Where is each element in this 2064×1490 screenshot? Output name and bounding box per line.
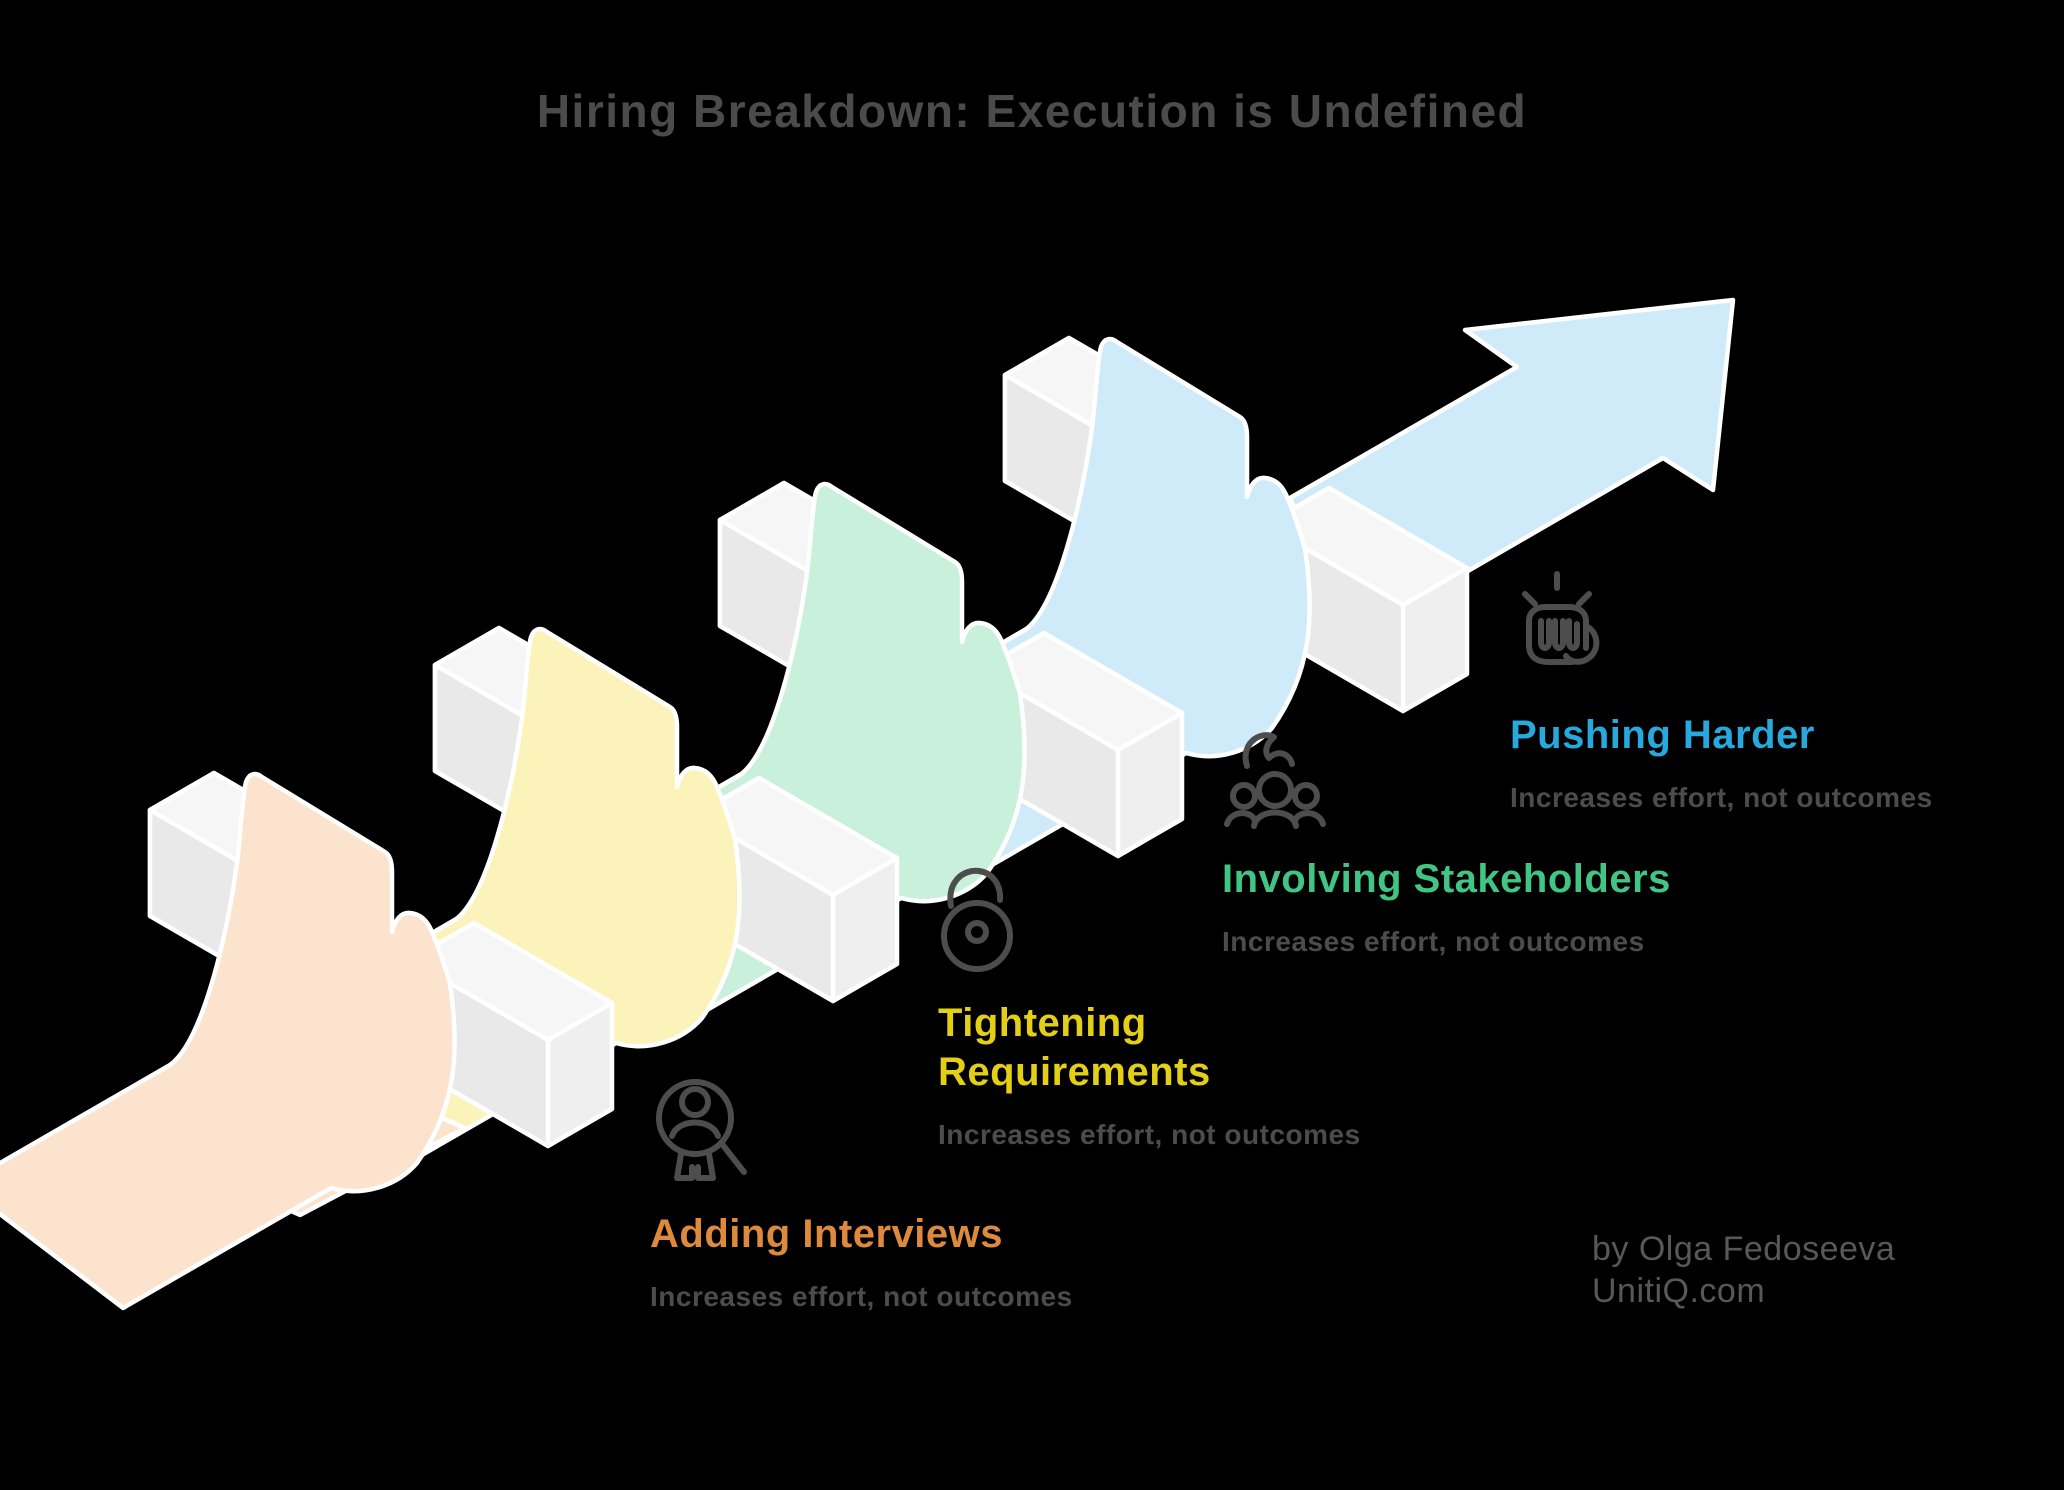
fist-icon	[1510, 564, 1933, 675]
page-title: Hiring Breakdown: Execution is Undefined	[536, 85, 1528, 137]
step-label: Involving Stakeholders	[1222, 857, 1671, 901]
step-sublabel: Increases effort, not outcomes	[1222, 925, 1645, 957]
step-sublabel: Increases effort, not outcomes	[1510, 781, 1933, 813]
stakeholders-icon	[1222, 724, 1671, 835]
candidate-search-icon	[650, 1060, 1073, 1190]
attribution-author: by Olga Fedoseeva	[1592, 1230, 1896, 1268]
step-pushing-harder: Pushing Harder Increases effort, not out…	[1510, 564, 1933, 814]
open-lock-icon	[938, 866, 1361, 979]
step-tightening-requirements: Tightening Requirements Increases effort…	[938, 866, 1361, 1151]
step-label: Adding Interviews	[650, 1212, 1003, 1256]
step-sublabel: Increases effort, not outcomes	[938, 1118, 1361, 1150]
step-label: Tightening Requirements	[938, 1001, 1211, 1094]
step-involving-stakeholders: Involving Stakeholders Increases effort,…	[1222, 724, 1671, 958]
attribution-site: UnitiQ.com	[1592, 1272, 1766, 1311]
step-sublabel: Increases effort, not outcomes	[650, 1280, 1073, 1312]
step-label: Pushing Harder	[1510, 713, 1815, 757]
attribution: by Olga Fedoseeva UnitiQ.com	[1592, 1228, 1895, 1312]
step-adding-interviews: Adding Interviews Increases effort, not …	[650, 1060, 1073, 1313]
